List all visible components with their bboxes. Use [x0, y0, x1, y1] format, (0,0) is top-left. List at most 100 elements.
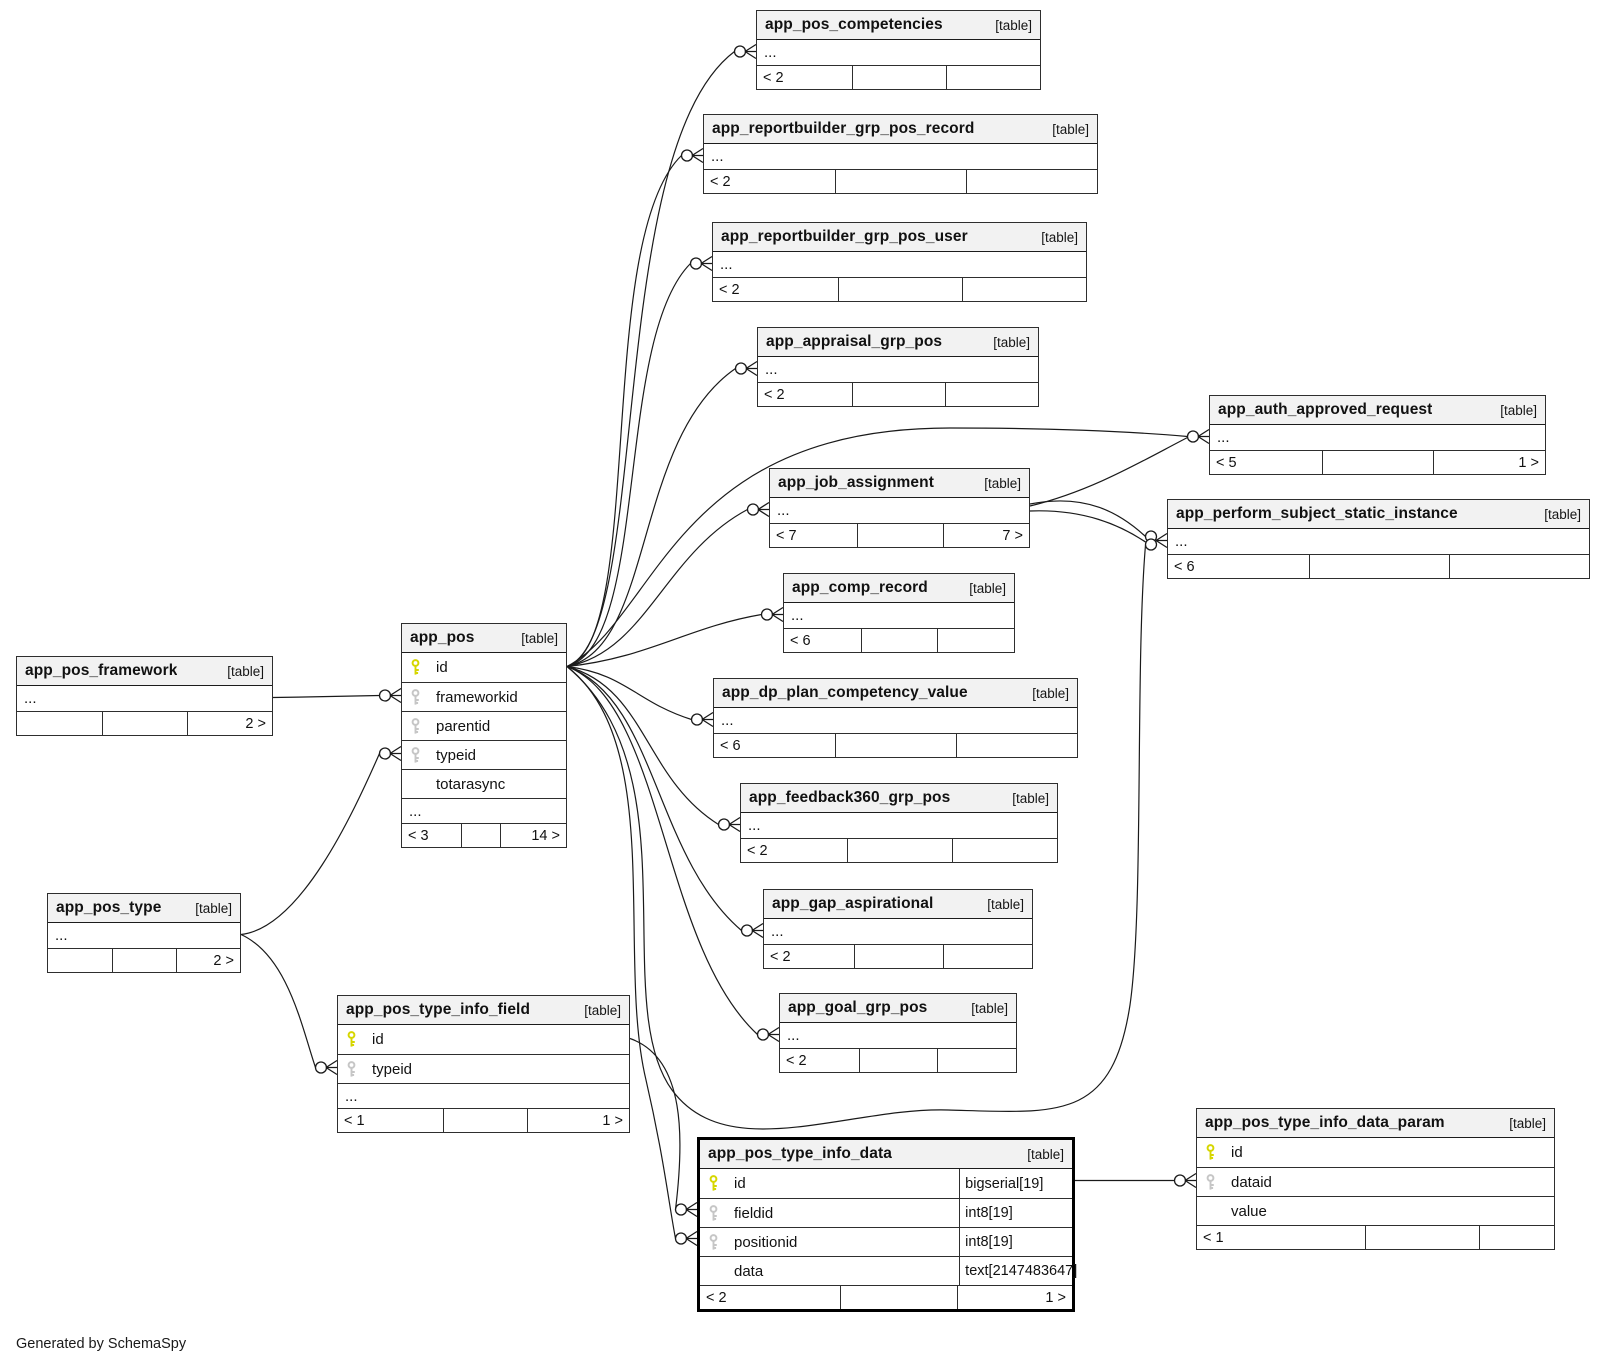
table-tag: [table]: [584, 1002, 621, 1018]
overflow-fields-row: ...: [721, 712, 734, 729]
edge-pos-to-goal: [566, 665, 758, 1035]
edge-job-to-perform-b: [1029, 510, 1146, 543]
key-icon-slot: [410, 688, 428, 706]
footer-left-cell: < 2: [710, 173, 731, 190]
table-name[interactable]: app_pos_framework: [25, 662, 178, 679]
key-icon-slot: [1205, 1173, 1223, 1191]
key-icon-slot: [346, 1031, 364, 1048]
footer-middle-cell: [851, 383, 945, 406]
footer-left-cell: < 6: [1174, 558, 1195, 575]
table-card-app_reportbuilder_grp_pos_record[interactable]: app_reportbuilder_grp_pos_record[table].…: [703, 114, 1098, 194]
table-footer: < 2: [741, 838, 1057, 862]
table-card-app_dp_plan_competency_value[interactable]: app_dp_plan_competency_value[table]...< …: [713, 678, 1078, 758]
table-name[interactable]: app_goal_grp_pos: [788, 999, 928, 1016]
table-card-app_perform_subject_static_instance[interactable]: app_perform_subject_static_instance[tabl…: [1167, 499, 1590, 579]
footer-left-cell: [17, 712, 102, 735]
table-header: app_appraisal_grp_pos[table]: [758, 328, 1038, 357]
table-footer: < 2: [704, 169, 1097, 193]
table-name[interactable]: app_pos_type: [56, 899, 162, 916]
overflow-fields-row: ...: [338, 1083, 629, 1108]
footer-right-cell: [937, 1049, 1016, 1072]
foreign-key-icon: [411, 717, 420, 734]
foreign-key-icon: [709, 1204, 718, 1221]
table-card-app_comp_record[interactable]: app_comp_record[table]...< 6: [783, 573, 1015, 653]
table-name[interactable]: app_job_assignment: [778, 474, 934, 491]
footer-right-cell: [951, 839, 1057, 862]
field-name: typeid: [436, 746, 477, 764]
table-tag: [table]: [1041, 229, 1078, 245]
generator-credit: Generated by SchemaSpy: [16, 1336, 187, 1352]
table-card-app_reportbuilder_grp_pos_user[interactable]: app_reportbuilder_grp_pos_user[table]...…: [712, 222, 1087, 302]
table-footer: < 2: [713, 277, 1086, 301]
table-name[interactable]: app_comp_record: [792, 579, 928, 596]
table-name[interactable]: app_pos_type_info_data: [708, 1145, 892, 1162]
table-card-app_pos_type[interactable]: app_pos_type[table]...2 >: [47, 893, 241, 973]
field-row-data: data text[2147483647]: [700, 1256, 1077, 1285]
field-type: text[2147483647]: [959, 1257, 1077, 1285]
footer-middle-cell: [102, 712, 187, 735]
table-tag: [table]: [195, 900, 232, 916]
edge-job-to-auth-request: [1029, 436, 1188, 507]
table-tag: [table]: [984, 475, 1021, 491]
field-name: fieldid: [734, 1204, 774, 1222]
table-name[interactable]: app_dp_plan_competency_value: [722, 684, 968, 701]
footer-middle-cell: [442, 1109, 527, 1132]
table-card-app_appraisal_grp_pos[interactable]: app_appraisal_grp_pos[table]...< 2: [757, 327, 1039, 407]
table-card-app_feedback360_grp_pos[interactable]: app_feedback360_grp_pos[table]...< 2: [740, 783, 1058, 863]
table-card-app_pos_competencies[interactable]: app_pos_competencies[table]...< 2: [756, 10, 1041, 90]
foreign-key-icon: [1206, 1173, 1215, 1190]
table-card-app_gap_aspirational[interactable]: app_gap_aspirational[table]...< 2: [763, 889, 1033, 969]
table-footer: < 6: [784, 628, 1014, 652]
table-name[interactable]: app_perform_subject_static_instance: [1176, 505, 1458, 522]
footer-middle-cell: [461, 824, 500, 847]
table-name[interactable]: app_pos_competencies: [765, 16, 943, 33]
footer-middle-cell: [846, 839, 952, 862]
table-header: app_comp_record[table]: [784, 574, 1014, 603]
table-card-app_goal_grp_pos[interactable]: app_goal_grp_pos[table]... < 2: [779, 993, 1017, 1073]
overflow-fields-row: ...: [1175, 533, 1188, 550]
table-tag: [table]: [987, 896, 1024, 912]
table-name[interactable]: app_reportbuilder_grp_pos_record: [712, 120, 975, 137]
table-name[interactable]: app_pos: [410, 629, 475, 646]
footer-right-cell: [1448, 555, 1589, 578]
overflow-fields-row: ...: [765, 361, 778, 378]
table-footer: < 2: [780, 1048, 1016, 1072]
field-name: data: [734, 1262, 764, 1280]
footer-right-cell: 2 >: [187, 712, 272, 735]
table-name[interactable]: app_reportbuilder_grp_pos_user: [721, 228, 968, 245]
footer-middle-cell: [1364, 1226, 1479, 1249]
table-name[interactable]: app_gap_aspirational: [772, 895, 934, 912]
fk-connector: [674, 1201, 698, 1218]
footer-middle-cell: [860, 629, 938, 652]
footer-left-cell: < 2: [763, 69, 784, 86]
table-header: app_dp_plan_competency_value[table]: [714, 679, 1077, 708]
table-header: app_gap_aspirational [table]: [764, 890, 1032, 919]
table-header: app_goal_grp_pos[table]: [780, 994, 1016, 1023]
table-name[interactable]: app_auth_approved_request: [1218, 401, 1433, 418]
table-footer: < 1: [1197, 1225, 1554, 1249]
table-footer: < 2: [757, 65, 1040, 89]
table-name[interactable]: app_feedback360_grp_pos: [749, 789, 951, 806]
table-name[interactable]: app_pos_type_info_data_param: [1205, 1114, 1445, 1131]
overflow-fields-row: ...: [764, 44, 777, 61]
edge-pos-to-reportbuilder-record: [566, 155, 682, 668]
edge-type-to-info-field: [240, 933, 317, 1068]
table-name[interactable]: app_appraisal_grp_pos: [766, 333, 943, 350]
field-name: id: [1231, 1144, 1243, 1161]
field-name: positionid: [734, 1233, 798, 1251]
field-name: id: [734, 1175, 746, 1192]
overflow-fields-row: ...: [787, 1027, 800, 1044]
overflow-fields-row: ...: [1217, 429, 1230, 446]
table-card-app_pos_framework[interactable]: app_pos_framework[table]...2 >: [16, 656, 273, 736]
table-name[interactable]: app_pos_type_info_field: [346, 1001, 531, 1018]
primary-key-icon: [1206, 1144, 1215, 1160]
